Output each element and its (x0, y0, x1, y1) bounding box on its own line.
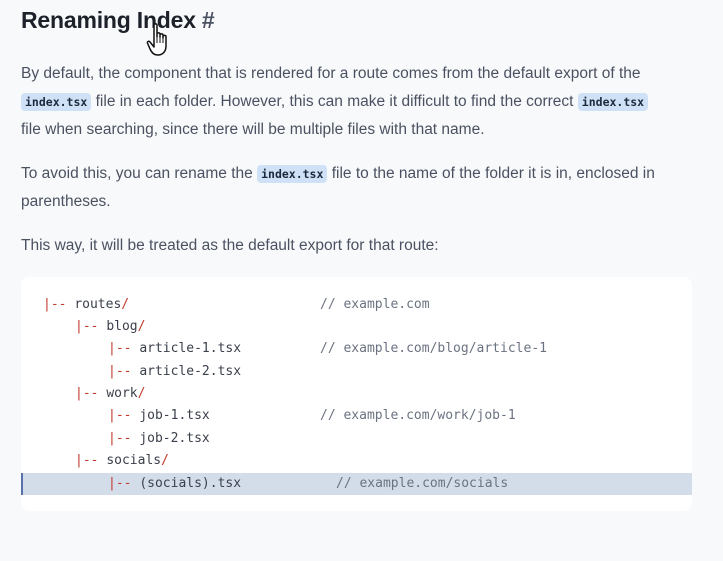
tree-branch: |-- (108, 476, 132, 491)
tree-entry: job-2.tsx (139, 431, 210, 446)
tree-branch: |-- (108, 408, 132, 423)
para1-text-3: file when searching, since there will be… (21, 121, 485, 138)
code-line-socials: |-- socials/ (21, 450, 692, 472)
tree-entry: job-1.tsx (139, 408, 210, 423)
code-line-socials-file-highlighted: |-- (socials).tsx // example.com/socials (21, 473, 692, 495)
anchor-link[interactable]: # (201, 7, 215, 33)
dir-slash: / (161, 453, 169, 468)
code-line-job-2: |-- job-2.tsx (21, 428, 692, 450)
route-comment: // example.com (320, 297, 430, 312)
code-line-job-1: |-- job-1.tsx // example.com/work/job-1 (21, 405, 692, 427)
code-line-blog: |-- blog/ (21, 316, 692, 338)
tree-branch: |-- (75, 453, 99, 468)
heading-text: Renaming Index (21, 7, 196, 33)
inline-code-index-2: index.tsx (577, 93, 649, 111)
tree-entry: (socials).tsx (139, 476, 242, 491)
tree-entry: work (106, 386, 138, 401)
para1-text-2: file in each folder. However, this can m… (91, 93, 578, 110)
dir-slash: / (121, 297, 130, 312)
dir-slash: / (137, 386, 146, 401)
para2-text-2: file to the name of the folder it is in,… (21, 165, 655, 210)
tree-branch: |-- (75, 386, 99, 401)
para1-text-1: By default, the component that is render… (21, 65, 641, 82)
para3-text: This way, it will be treated as the defa… (21, 237, 439, 254)
tree-entry: article-2.tsx (139, 364, 242, 379)
section-heading: Renaming Index# (21, 7, 215, 34)
code-line-work: |-- work/ (21, 383, 692, 405)
dir-slash: / (137, 319, 146, 334)
paragraph-2: To avoid this, you can rename the index.… (21, 160, 701, 216)
route-comment: // example.com/socials (336, 476, 509, 491)
tree-branch: |-- (108, 431, 132, 446)
paragraph-1: By default, the component that is render… (21, 60, 701, 144)
code-line-article-1: |-- article-1.tsx // example.com/blog/ar… (21, 338, 692, 360)
tree-entry: routes (74, 297, 122, 312)
tree-entry: blog (106, 319, 138, 334)
inline-code-index-3: index.tsx (257, 165, 328, 183)
code-line-article-2: |-- article-2.tsx (21, 361, 692, 383)
inline-code-index-1: index.tsx (21, 93, 92, 111)
paragraph-3: This way, it will be treated as the defa… (21, 232, 701, 260)
tree-entry: article-1.tsx (139, 341, 242, 356)
code-block[interactable]: |-- routes/ // example.com |-- blog/ |--… (21, 277, 692, 511)
code-line-routes: |-- routes/ // example.com (21, 294, 692, 316)
tree-entry: socials (106, 453, 162, 468)
tree-branch: |-- (108, 364, 132, 379)
para2-text-1: To avoid this, you can rename the (21, 165, 258, 182)
hand-pointer-cursor-icon (146, 23, 167, 56)
tree-branch: |-- (108, 341, 132, 356)
tree-branch: |-- (43, 297, 67, 312)
route-comment: // example.com/blog/article-1 (320, 341, 547, 356)
tree-branch: |-- (75, 319, 99, 334)
route-comment: // example.com/work/job-1 (320, 408, 516, 423)
